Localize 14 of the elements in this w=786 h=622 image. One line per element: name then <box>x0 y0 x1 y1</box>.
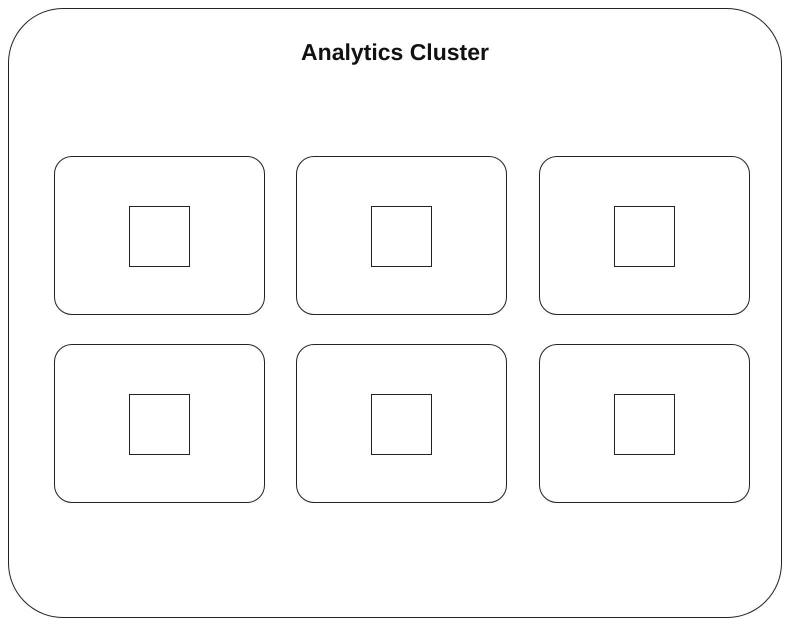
node-box <box>54 344 265 503</box>
node-box <box>296 344 507 503</box>
node-box <box>54 156 265 315</box>
component-square <box>129 394 190 455</box>
node-box <box>296 156 507 315</box>
component-square <box>371 394 432 455</box>
node-box <box>539 344 750 503</box>
component-square <box>371 206 432 267</box>
component-square <box>129 206 190 267</box>
cluster-container <box>8 8 782 618</box>
component-square <box>614 394 675 455</box>
cluster-title: Analytics Cluster <box>300 39 490 66</box>
component-square <box>614 206 675 267</box>
node-box <box>539 156 750 315</box>
